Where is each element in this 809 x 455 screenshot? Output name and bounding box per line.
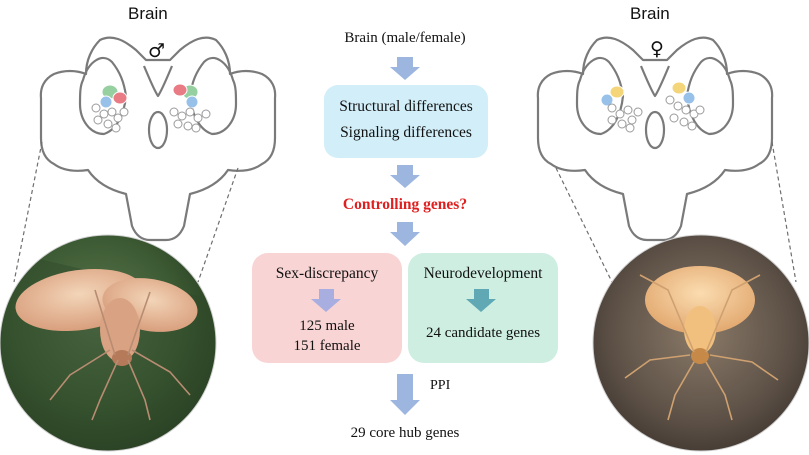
moth-photo-male [0, 235, 216, 451]
female-brain-outline [536, 36, 774, 242]
differences-box [324, 85, 488, 158]
arrow-3 [390, 222, 420, 246]
left-brain-label: Brain [128, 4, 168, 23]
male-glomeruli-clusters [91, 103, 211, 133]
flow-arrows [311, 57, 496, 415]
zoom-lines [13, 141, 797, 283]
core-hub-genes: 29 core hub genes [350, 425, 460, 441]
male-symbol: ♂ [148, 40, 166, 62]
right-brain-label: Brain [630, 4, 670, 23]
arrow-2 [390, 165, 420, 188]
sex-discrepancy-title: Sex-discrepancy [275, 265, 379, 282]
arrow-1 [390, 57, 420, 80]
controlling-genes-question: Controlling genes? [342, 196, 468, 213]
ppi-label: PPI [430, 378, 451, 393]
male-brain-outline [39, 36, 277, 242]
signaling-differences: Signaling differences [340, 124, 472, 141]
female-symbol: ♀ [650, 38, 664, 60]
male-glomeruli [99, 83, 199, 109]
moth-photo-female [593, 235, 809, 451]
structural-differences: Structural differences [339, 98, 473, 115]
candidate-genes: 24 candidate genes [425, 325, 541, 341]
female-glomeruli [600, 81, 696, 107]
female-gene-count: 151 female [293, 338, 361, 354]
photo-border-left [0, 234, 217, 452]
male-gene-count: 125 male [299, 318, 355, 334]
start-label: Brain (male/female) [344, 30, 466, 46]
female-glomeruli-clusters [607, 95, 705, 133]
arrow-ppi [390, 374, 420, 415]
photo-border-right [592, 234, 809, 452]
arrow-sex [311, 289, 341, 312]
neurodevelopment-title: Neurodevelopment [423, 265, 543, 282]
arrow-neuro [466, 289, 496, 312]
